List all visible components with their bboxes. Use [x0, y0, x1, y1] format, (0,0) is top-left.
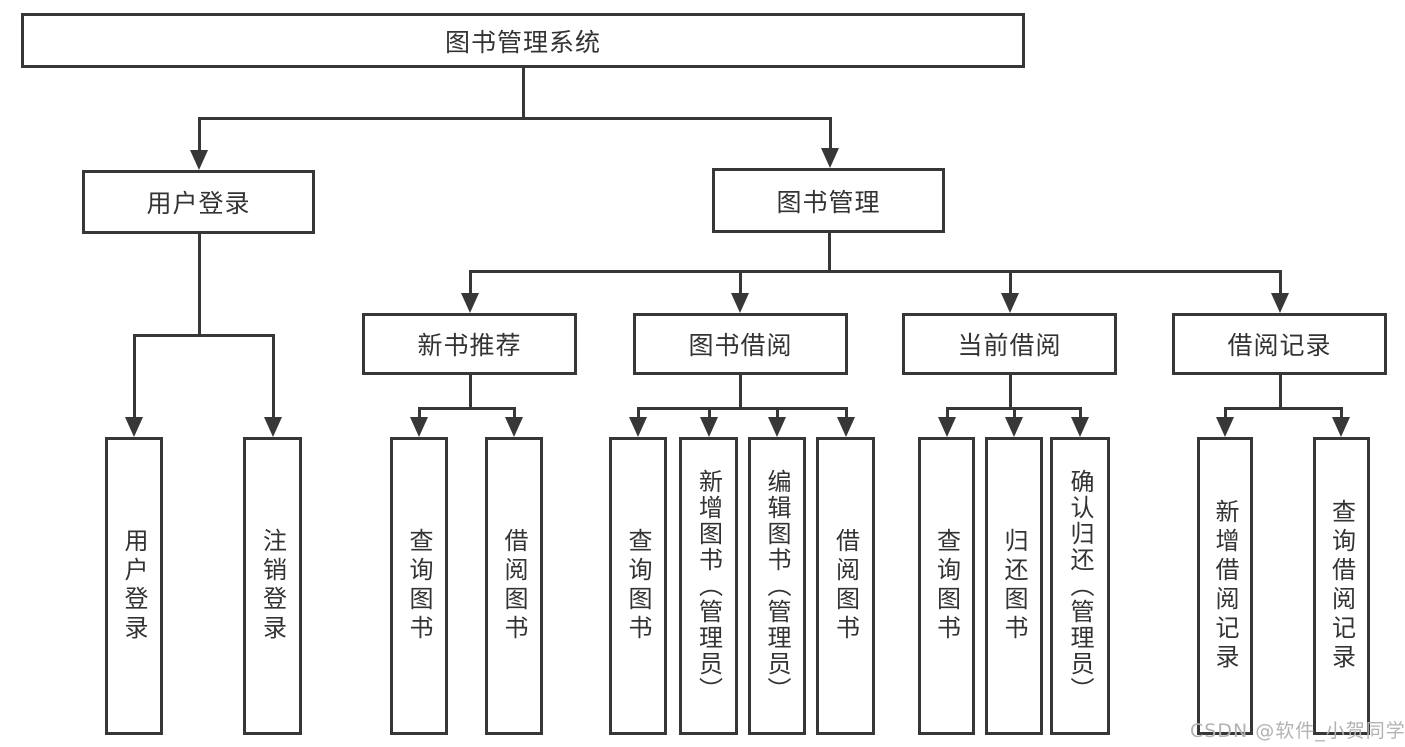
- node-label: 查询图书: [932, 528, 961, 644]
- arrowhead-icon: [629, 417, 647, 437]
- connector-arrow-stem: [1008, 271, 1012, 295]
- arrowhead-icon: [190, 150, 208, 170]
- arrowhead-icon: [821, 148, 839, 168]
- node-system-root: 图书管理系统: [21, 13, 1025, 68]
- node-leaf-confirm-return-admin: 确认归还（管理员）: [1050, 437, 1110, 735]
- connector-hline: [468, 269, 1282, 273]
- node-label: 归还图书: [1000, 528, 1028, 644]
- node-leaf-logout: 注销登录: [243, 437, 302, 735]
- node-leaf-query-books-2: 查询图书: [609, 437, 667, 735]
- connector-hline: [197, 116, 832, 120]
- arrowhead-icon: [461, 293, 479, 313]
- connector-arrow-stem: [512, 408, 516, 419]
- node-label: 新书推荐: [417, 331, 522, 360]
- node-leaf-return-books: 归还图书: [985, 437, 1043, 735]
- connector-arrow-stem: [1012, 408, 1016, 419]
- node-new-book-recommend: 新书推荐: [362, 313, 577, 375]
- arrowhead-icon: [410, 417, 428, 437]
- connector-vline: [827, 233, 831, 273]
- connector-hline: [417, 406, 516, 410]
- arrowhead-icon: [1216, 417, 1234, 437]
- node-label: 新增图书（管理员）: [694, 469, 723, 703]
- node-label: 图书借阅: [688, 331, 793, 360]
- csdn-watermark: CSDN @软件_小贺同学: [1190, 720, 1405, 742]
- node-label: 确认归还（管理员）: [1066, 469, 1094, 703]
- connector-arrow-stem: [844, 408, 848, 419]
- connector-arrow-stem: [132, 335, 136, 419]
- node-leaf-edit-books-admin: 编辑图书（管理员）: [748, 437, 806, 735]
- arrowhead-icon: [125, 417, 143, 437]
- connector-arrow-stem: [828, 118, 832, 150]
- node-leaf-query-books-3: 查询图书: [918, 437, 975, 735]
- connector-arrow-stem: [271, 335, 275, 419]
- arrowhead-icon: [700, 417, 718, 437]
- node-label: 查询图书: [624, 528, 652, 644]
- node-label: 用户登录: [146, 189, 251, 218]
- arrowhead-icon: [938, 417, 956, 437]
- arrowhead-icon: [1001, 293, 1019, 313]
- connector-vline: [738, 375, 742, 410]
- arrowhead-icon: [768, 417, 786, 437]
- connector-arrow-stem: [945, 408, 949, 419]
- connector-vline: [1278, 375, 1282, 410]
- connector-vline: [468, 375, 472, 410]
- connector-hline: [636, 406, 848, 410]
- connector-arrow-stem: [197, 118, 201, 152]
- node-label: 编辑图书（管理员）: [763, 469, 791, 703]
- node-label: 借阅图书: [500, 528, 528, 644]
- node-leaf-query-books-1: 查询图书: [390, 437, 448, 735]
- node-book-management: 图书管理: [712, 168, 945, 233]
- node-leaf-borrow-books-2: 借阅图书: [816, 437, 875, 735]
- node-user-login: 用户登录: [82, 170, 315, 234]
- arrowhead-icon: [1071, 417, 1089, 437]
- node-leaf-user-login: 用户登录: [105, 437, 163, 735]
- node-book-borrowing: 图书借阅: [633, 313, 848, 375]
- node-label: 用户登录: [120, 528, 148, 644]
- connector-hline: [1223, 406, 1343, 410]
- connector-arrow-stem: [1223, 408, 1227, 419]
- arrowhead-icon: [505, 417, 523, 437]
- connector-vline: [197, 234, 201, 337]
- node-label: 图书管理系统: [444, 27, 601, 57]
- node-label: 新增借阅记录: [1211, 499, 1239, 673]
- connector-arrow-stem: [636, 408, 640, 419]
- connector-arrow-stem: [1339, 408, 1343, 419]
- connector-vline: [521, 68, 525, 120]
- node-current-borrowing: 当前借阅: [902, 313, 1117, 375]
- connector-hline: [132, 333, 275, 337]
- connector-arrow-stem: [738, 271, 742, 295]
- connector-vline: [1008, 375, 1012, 410]
- arrowhead-icon: [837, 417, 855, 437]
- node-leaf-borrow-books-1: 借阅图书: [485, 437, 543, 735]
- node-label: 注销登录: [258, 528, 287, 644]
- arrowhead-icon: [1332, 417, 1350, 437]
- node-label: 查询借阅记录: [1327, 499, 1356, 673]
- node-borrowing-records: 借阅记录: [1172, 313, 1387, 375]
- arrowhead-icon: [1005, 417, 1023, 437]
- arrowhead-icon: [264, 417, 282, 437]
- node-leaf-query-borrow-record: 查询借阅记录: [1313, 437, 1370, 735]
- connector-arrow-stem: [775, 408, 779, 419]
- node-label: 查询图书: [405, 528, 433, 644]
- connector-arrow-stem: [468, 271, 472, 295]
- connector-arrow-stem: [417, 408, 421, 419]
- connector-arrow-stem: [1078, 408, 1082, 419]
- node-label: 借阅记录: [1227, 331, 1332, 360]
- connector-arrow-stem: [1278, 271, 1282, 295]
- arrowhead-icon: [731, 293, 749, 313]
- connector-arrow-stem: [707, 408, 711, 419]
- node-label: 借阅图书: [831, 528, 860, 644]
- node-leaf-add-books-admin: 新增图书（管理员）: [679, 437, 738, 735]
- node-label: 当前借阅: [957, 331, 1062, 360]
- node-leaf-add-borrow-record: 新增借阅记录: [1197, 437, 1253, 735]
- arrowhead-icon: [1271, 293, 1289, 313]
- node-label: 图书管理: [776, 187, 881, 217]
